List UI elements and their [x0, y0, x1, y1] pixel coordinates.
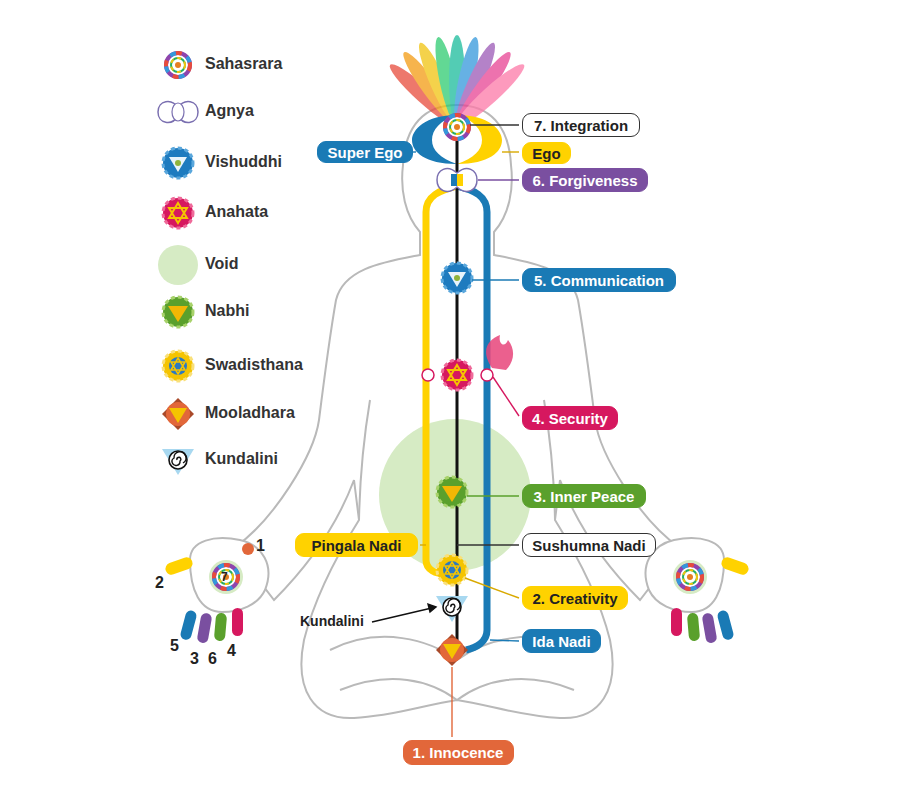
agnya-symbol	[437, 169, 477, 192]
right-hand	[646, 538, 751, 644]
sahasrara-symbol	[445, 115, 469, 139]
anahata-flame	[486, 335, 513, 370]
legend-label: Mooladhara	[205, 404, 295, 422]
sushumna-label: Sushumna Nadi	[522, 533, 656, 557]
label-text: 7. Integration	[534, 117, 628, 134]
legend-label: Void	[205, 255, 238, 273]
nabhi-symbol	[437, 477, 467, 507]
kundalini-label: Kundalini	[300, 613, 364, 629]
label-text: Super Ego	[327, 144, 402, 161]
callout-number: 2	[155, 574, 164, 592]
vishuddhi-symbol	[442, 263, 472, 293]
legend-label: Anahata	[205, 203, 268, 221]
label-text: 4. Security	[532, 410, 608, 427]
legend-label: Sahasrara	[205, 55, 282, 73]
callout-number: 5	[170, 637, 179, 655]
callout-number: 6	[208, 650, 217, 668]
creativity-label: 2. Creativity	[522, 586, 628, 610]
legend-label: Swadisthana	[205, 356, 303, 374]
superego-label: Super Ego	[317, 141, 413, 163]
legend-symbols	[158, 53, 198, 475]
anahata-side	[422, 369, 434, 381]
legend-label: Vishuddhi	[205, 153, 282, 171]
label-text: Pingala Nadi	[311, 537, 401, 554]
pingala-label: Pingala Nadi	[295, 533, 418, 557]
legend-label: Nabhi	[205, 302, 249, 320]
label-text: 6. Forgiveness	[532, 172, 637, 189]
callout-number: 7	[221, 570, 228, 584]
body-outline	[234, 105, 680, 718]
callout-number: 1	[256, 537, 265, 555]
label-text: 3. Inner Peace	[534, 488, 635, 505]
security-label: 4. Security	[522, 406, 618, 430]
communication-label: 5. Communication	[522, 268, 676, 292]
label-text: 2. Creativity	[532, 590, 617, 607]
label-text: Ida Nadi	[532, 633, 590, 650]
anahata-symbol	[442, 360, 472, 390]
mooladhara-symbol	[436, 634, 468, 666]
ida-label: Ida Nadi	[522, 629, 601, 653]
label-text: 5. Communication	[534, 272, 664, 289]
callout-number: 3	[190, 650, 199, 668]
label-text: Sushumna Nadi	[532, 537, 645, 554]
ego-label: Ego	[522, 142, 571, 164]
innocence-label: 1. Innocence	[403, 740, 514, 765]
callout-number: 4	[227, 642, 236, 660]
label-text: 1. Innocence	[413, 744, 504, 761]
kundalini-symbol	[436, 596, 468, 622]
inner-peace-label: 3. Inner Peace	[522, 484, 646, 508]
anahata-side	[481, 369, 493, 381]
leader-lines	[372, 125, 519, 737]
legend-label: Agnya	[205, 102, 254, 120]
left-hand	[164, 538, 269, 644]
legend-label: Kundalini	[205, 450, 278, 468]
swadisthana-symbol	[437, 555, 467, 585]
forgiveness-label: 6. Forgiveness	[522, 168, 648, 192]
integration-label: 7. Integration	[522, 113, 640, 137]
label-text: Ego	[532, 145, 560, 162]
